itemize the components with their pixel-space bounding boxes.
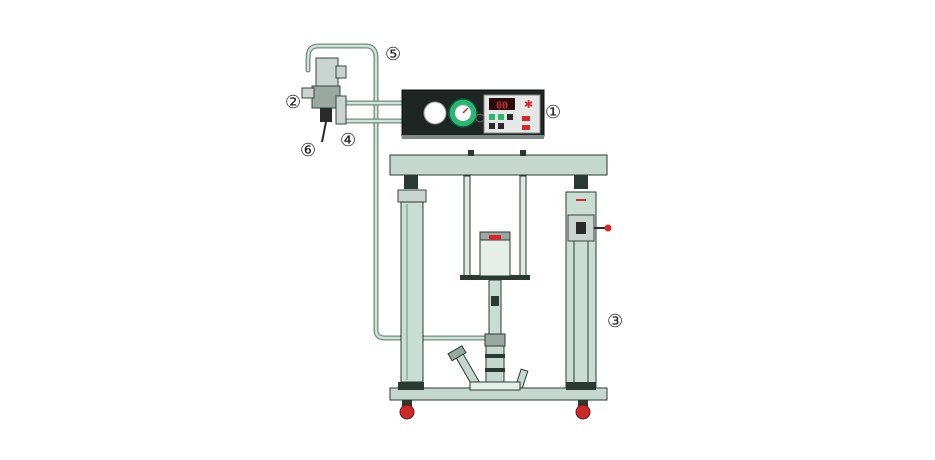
foot-pedal <box>447 345 482 389</box>
lock-bolt <box>576 222 586 234</box>
left-column-foot <box>398 382 424 390</box>
platen-bar <box>460 275 530 280</box>
valve-air-port-bottom <box>335 95 347 125</box>
controller-base <box>402 135 544 139</box>
callout-2: ② <box>285 92 301 113</box>
valve-nozzle-collar <box>320 108 332 122</box>
valve-air-port-top <box>335 65 347 79</box>
beam-bolt-left <box>468 150 474 156</box>
button-2 <box>498 123 504 129</box>
supply-tubing <box>305 43 491 341</box>
controller-knob <box>423 101 447 125</box>
pump-housing <box>479 237 511 277</box>
display-readout: 00 <box>496 101 508 112</box>
controller-unit: 00 ✱ <box>401 89 545 139</box>
top-crossbeam <box>389 154 608 176</box>
digital-display <box>489 98 515 110</box>
callout-4: ④ <box>340 130 356 151</box>
svg-text:⑤: ⑤ <box>385 44 401 65</box>
pump-outlet-fitting <box>484 333 506 347</box>
drum-plate <box>469 381 521 391</box>
callout-3: ③ <box>607 311 623 332</box>
indicator-red-1 <box>522 116 530 121</box>
indicator-dark <box>507 114 513 120</box>
guide-rod-right <box>519 175 527 277</box>
svg-text:①: ① <box>545 102 561 123</box>
indicator-red-2 <box>522 125 530 130</box>
left-column-cap <box>404 175 418 189</box>
pump-tube-window <box>491 296 499 306</box>
valve-top-body <box>315 57 339 89</box>
lock-handle-knob-icon <box>604 224 612 232</box>
beam-bolt-right <box>520 150 526 156</box>
gauge-needle <box>462 107 469 114</box>
callout-5: ⑤ <box>385 44 401 65</box>
press-frame <box>389 150 612 420</box>
power-symbol-icon: ✱ <box>524 98 533 111</box>
right-column-cap <box>574 175 588 189</box>
callout-1: ① <box>545 102 561 123</box>
svg-text:②: ② <box>285 92 301 113</box>
guide-rod-left <box>463 175 471 277</box>
valve-needle <box>321 121 327 143</box>
pump-intake-body <box>485 345 505 383</box>
svg-text:④: ④ <box>340 130 356 151</box>
left-column-collar <box>397 189 427 203</box>
pump-tube <box>488 279 502 343</box>
caster-right <box>575 400 591 420</box>
svg-text:⑥: ⑥ <box>300 140 316 161</box>
callout-6: ⑥ <box>300 140 316 161</box>
caster-left <box>399 400 415 420</box>
left-column <box>400 201 424 383</box>
regulator-icon <box>475 113 485 123</box>
pump-cap-marker <box>489 235 501 240</box>
indicator-green-1 <box>489 114 495 120</box>
right-column-foot <box>566 382 596 390</box>
indicator-green-2 <box>498 114 504 120</box>
dispensing-valve <box>301 57 347 143</box>
button-1 <box>489 123 495 129</box>
svg-text:③: ③ <box>607 311 623 332</box>
valve-side-port <box>301 87 315 99</box>
